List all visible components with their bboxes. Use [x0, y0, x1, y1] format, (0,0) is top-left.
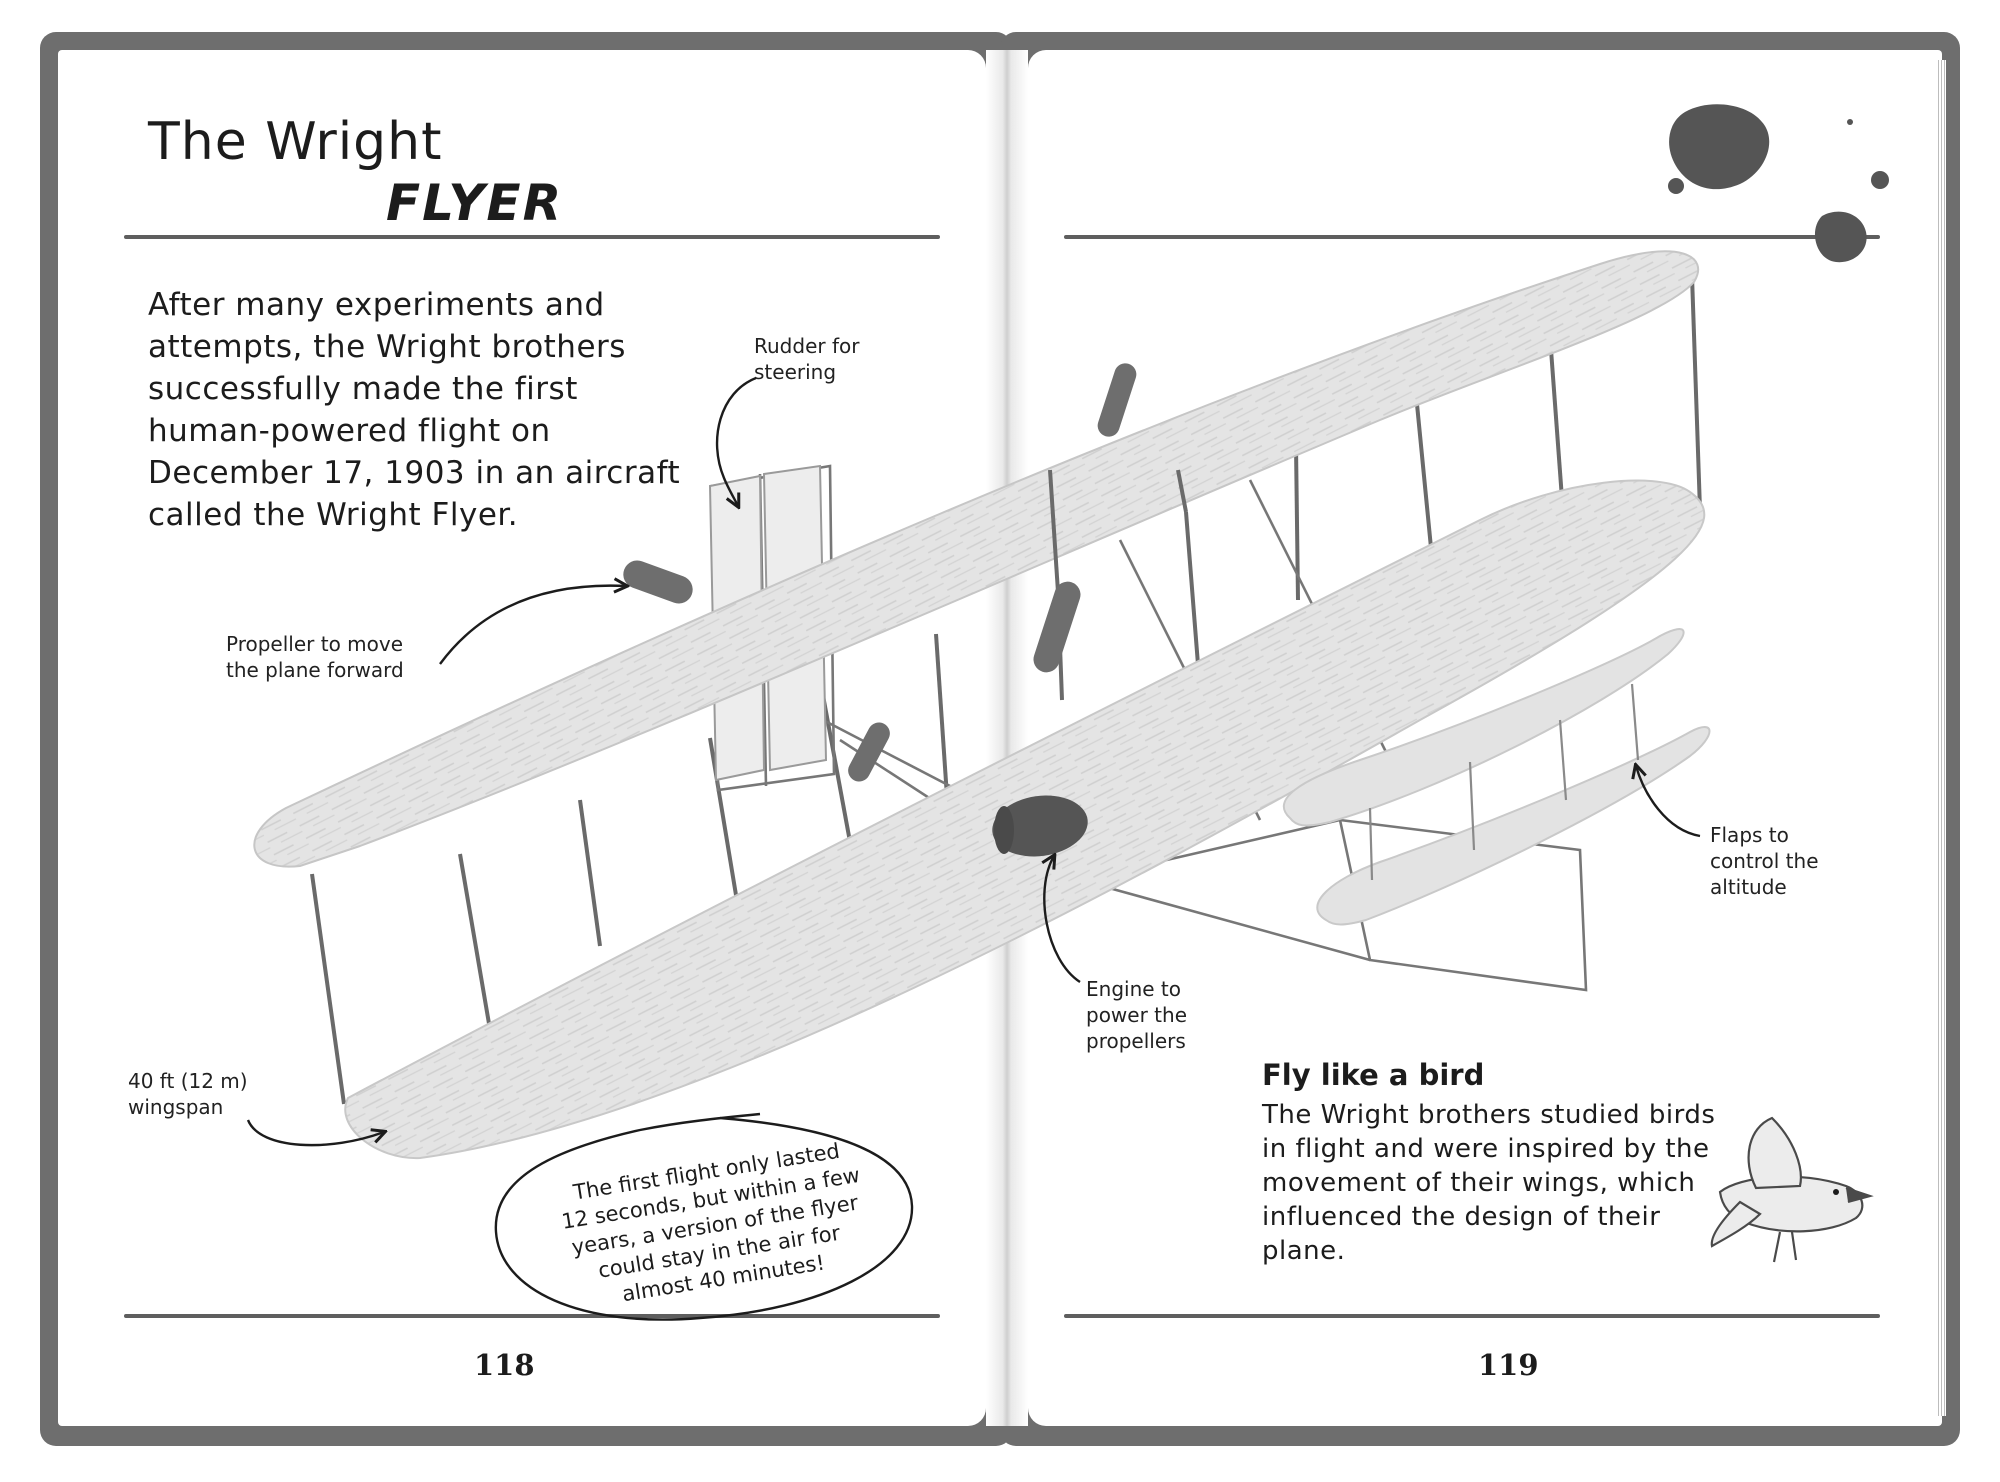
section-heading: Fly like a bird	[1262, 1058, 1485, 1092]
propeller-label-line1: Propeller to move	[226, 632, 404, 656]
engine-label: Engine to power the propellers	[1086, 976, 1187, 1054]
wingspan-label: 40 ft (12 m) wingspan	[128, 1068, 248, 1120]
page-edge-right	[1938, 60, 1946, 1416]
engine-arrow	[1044, 856, 1081, 984]
flaps	[1283, 628, 1711, 926]
flaps-label-line2: control the	[1710, 849, 1819, 873]
wingspan-label-line1: 40 ft (12 m)	[128, 1069, 248, 1093]
page-number-right: 119	[1478, 1348, 1539, 1382]
book-spine	[986, 50, 1028, 1426]
engine-label-line1: Engine to	[1086, 977, 1181, 1001]
page-number-left: 118	[474, 1348, 535, 1382]
engine-label-line3: propellers	[1086, 1029, 1186, 1053]
engine	[992, 795, 1088, 857]
flaps-label-line1: Flaps to	[1710, 823, 1789, 847]
footer-rule-right	[1064, 1314, 1880, 1318]
propeller-arrow	[439, 586, 626, 665]
rudder-label-line2: steering	[754, 360, 837, 384]
section-body: The Wright brothers studied birds in fli…	[1262, 1100, 1716, 1266]
flaps-arrow	[1636, 766, 1701, 838]
page-title-line1: The Wright	[148, 112, 443, 172]
callout-bubble	[494, 1112, 914, 1321]
propeller-label: Propeller to move the plane forward	[226, 631, 404, 683]
title-rule-left	[124, 235, 940, 239]
engine-label-line2: power the	[1086, 1003, 1187, 1027]
flaps-label: Flaps to control the altitude	[1710, 822, 1819, 900]
ink-splat-icon	[1668, 104, 1889, 263]
page-title-line2: FLYER	[386, 174, 564, 232]
upper-wing	[253, 250, 1700, 868]
title-rule-right	[1064, 235, 1880, 239]
wingspan-label-line2: wingspan	[128, 1095, 224, 1119]
propeller	[623, 363, 1137, 782]
footer-rule-left	[124, 1314, 940, 1318]
rudder-label: Rudder for steering	[754, 333, 859, 385]
rudder-label-line1: Rudder for	[754, 334, 860, 358]
propeller-label-line2: the plane forward	[226, 658, 404, 682]
rudder-arrow	[715, 376, 757, 506]
bird-icon	[1710, 1116, 1874, 1263]
wingspan-arrow	[246, 1119, 384, 1147]
flaps-label-line3: altitude	[1710, 875, 1787, 899]
intro-paragraph: After many experiments and attempts, the…	[148, 287, 681, 533]
